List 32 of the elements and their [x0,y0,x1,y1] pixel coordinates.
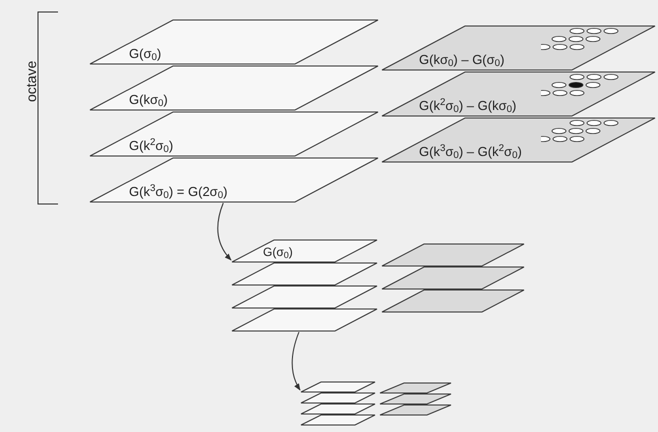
image-plane [300,414,376,426]
plane-label: G(k$^{2}$σ$_{0}$) – G(kσ$_{0}$) [419,99,516,112]
image-plane [231,308,378,332]
image-plane [231,262,378,286]
difference-image-plane [381,25,656,71]
plane-label: G(σ$_{0}$) [129,47,162,60]
octave-label: octave [24,60,38,102]
curved-arrow [292,332,300,391]
image-plane [89,65,379,111]
plane-label: G(kσ$_{0}$) – G(σ$_{0}$) [419,53,504,66]
image-plane [89,157,379,203]
image-plane [89,111,379,157]
plane-label: G(k$^{3}$σ$_{0}$) – G(k$^{2}$σ$_{0}$) [419,145,522,158]
curved-arrow [217,202,232,261]
difference-image-plane [381,289,525,313]
plane-label: G(k$^{3}$σ$_{0}$) = G(2σ$_{0}$) [129,185,228,198]
plane-label: G(σ$_{0}$) [263,246,293,258]
image-plane [300,403,376,415]
difference-image-plane [381,71,656,117]
difference-image-plane [379,393,452,405]
image-plane [231,239,378,263]
difference-image-plane [379,404,452,416]
image-plane [300,381,376,393]
difference-image-plane [381,117,656,163]
image-plane [231,285,378,309]
difference-image-plane [381,243,525,267]
difference-image-plane [381,266,525,290]
plane-label: G(k$^{2}$σ$_{0}$) [129,139,174,152]
image-plane [89,19,379,65]
plane-label: G(kσ$_{0}$) [129,93,168,106]
image-plane [300,392,376,404]
difference-image-plane [379,382,452,394]
